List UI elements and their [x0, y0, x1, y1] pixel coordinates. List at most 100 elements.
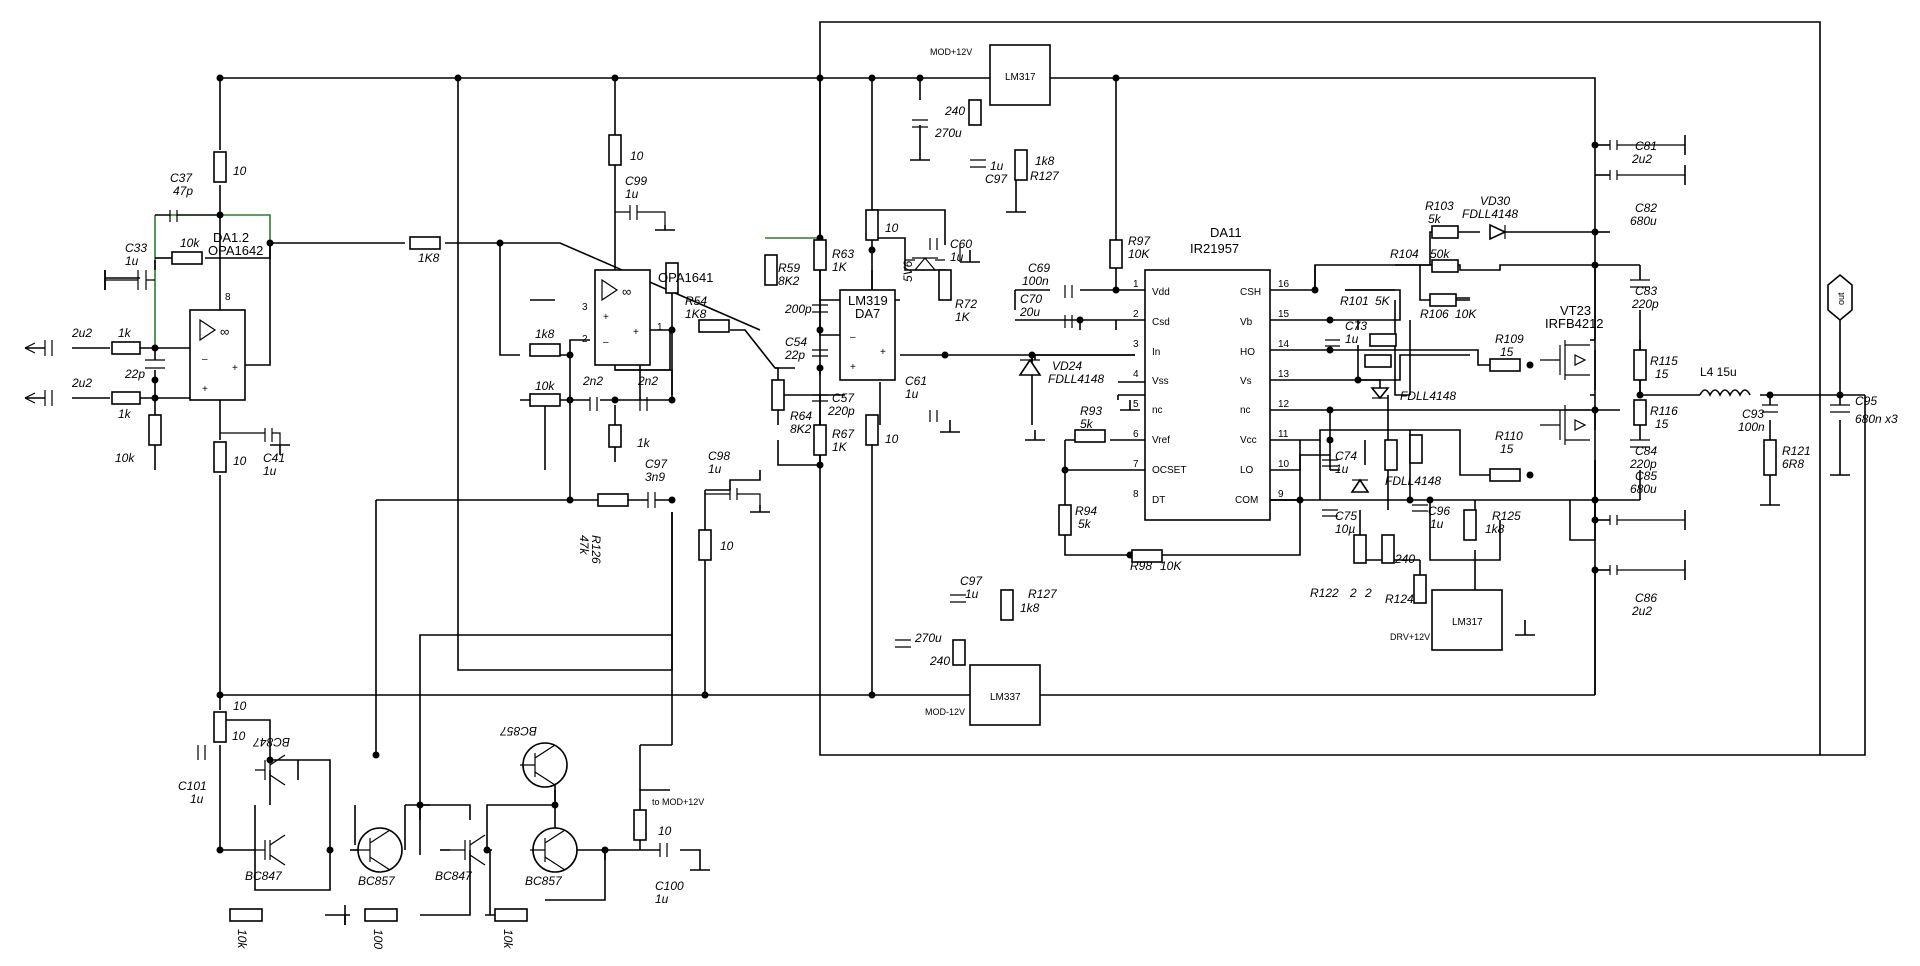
- pinnum-7: 7: [1133, 459, 1139, 470]
- label-vt23: VT23: [1560, 303, 1591, 318]
- label-r97-value: 10K: [1128, 247, 1150, 261]
- label-opa1641: OPA1641: [658, 270, 713, 285]
- label-r109-value: 15: [1500, 345, 1514, 359]
- label-r121: R121: [1782, 444, 1811, 458]
- label-l4: L4 15u: [1700, 365, 1737, 379]
- label-c83: C83: [1635, 284, 1657, 298]
- label-r10-h: 10: [233, 699, 247, 713]
- pin-dt: DT: [1152, 495, 1165, 506]
- label-r10k-fb: 10k: [180, 236, 200, 250]
- label-r1k-b: 1k: [637, 436, 651, 450]
- label-c101: C101: [178, 779, 207, 793]
- label-r122-a: 2: [1349, 586, 1357, 600]
- input-arrows: [24, 342, 36, 404]
- label-c75: C75: [1335, 509, 1357, 523]
- label-r110: R110: [1495, 429, 1523, 443]
- label-r103-value: 5k: [1428, 212, 1442, 226]
- opamp-da1-2: ∞ – + +: [189, 309, 246, 401]
- label-r115: R115: [1650, 354, 1678, 368]
- pinnum-9: 9: [1278, 489, 1284, 500]
- label-c97c-value: 1u: [965, 587, 979, 601]
- opamp-opa1641: ∞ + – +: [594, 269, 651, 366]
- label-da1-2: DA1.2: [213, 230, 249, 245]
- label-c97a: C97: [985, 172, 1008, 186]
- label-r10-f: 10: [885, 221, 899, 235]
- label-c73-value: 1u: [1345, 332, 1359, 346]
- pin-vss: Vss: [1152, 376, 1169, 387]
- label-c75-value: 10µ: [1335, 522, 1355, 536]
- label-mod-p12: MOD+12V: [930, 47, 972, 57]
- label-fd-a: FDLL4148: [1400, 389, 1456, 403]
- label-bc847-top: BC847: [252, 735, 290, 749]
- label-c97b-value: 3n9: [645, 470, 665, 484]
- label-da7: DA7: [855, 306, 880, 321]
- label-lm319: LM319: [848, 293, 888, 308]
- diodes: [905, 223, 1507, 493]
- label-pin8: 8: [225, 292, 231, 303]
- label-lm317-bot: LM317: [1452, 617, 1483, 628]
- label-c98-value: 1u: [708, 462, 722, 476]
- label-c54: C54: [785, 335, 807, 349]
- pinnum-11: 11: [1278, 429, 1289, 440]
- svg-text:–: –: [850, 332, 856, 343]
- label-c73: C73: [1345, 319, 1367, 333]
- label-c82: C82: [1635, 201, 1657, 215]
- label-c33: C33: [125, 241, 147, 255]
- label-c54-value: 22p: [784, 348, 805, 362]
- label-r64-value: 8K2: [790, 422, 812, 436]
- label-c84-value: 220p: [1629, 457, 1657, 471]
- label-c1u-a: 1u: [990, 159, 1004, 173]
- pin-csh: CSH: [1240, 287, 1261, 298]
- label-c74: C74: [1335, 449, 1357, 463]
- label-pin2: 2: [582, 334, 588, 345]
- label-r93: R93: [1080, 404, 1102, 418]
- label-irfb4212: IRFB4212: [1545, 316, 1604, 331]
- pinnum-15: 15: [1278, 309, 1290, 320]
- label-bc857-3: BC857: [525, 874, 563, 888]
- inductor-l4: [1699, 389, 1751, 397]
- label-bc847-left: BC847: [245, 869, 283, 883]
- label-bc847-mid: BC847: [435, 869, 473, 883]
- label-c83-value: 220p: [1631, 297, 1659, 311]
- pinnum-13: 13: [1278, 369, 1290, 380]
- label-in-cap1: 2u2: [71, 326, 92, 340]
- regulators: [969, 44, 1503, 726]
- pinnum-14: 14: [1278, 339, 1290, 350]
- transistor-bc847-top: [255, 754, 286, 786]
- label-r127a: R127: [1030, 169, 1060, 183]
- label-r63-value: 1K: [832, 260, 848, 274]
- transistor-bc857-2: [520, 742, 568, 788]
- label-r67: R67: [832, 427, 855, 441]
- transistor-bc857-1: [355, 827, 403, 873]
- label-r125-value: 1k8: [1485, 522, 1505, 536]
- label-r101-value: 5K: [1375, 294, 1391, 308]
- label-z5v6: 5V6: [901, 260, 915, 282]
- output-terminal: [1827, 273, 1853, 322]
- label-r106-value: 10K: [1455, 307, 1477, 321]
- label-drv-p12: DRV+12V: [1390, 632, 1430, 642]
- label-r10-e: 10: [720, 539, 734, 553]
- label-c74-value: 1u: [1335, 462, 1349, 476]
- label-lm317-top: LM317: [1005, 72, 1036, 83]
- pin-vcc: Vcc: [1240, 435, 1257, 446]
- pin-in: In: [1152, 347, 1160, 358]
- label-ir21957: IR21957: [1190, 241, 1239, 256]
- pinnum-4: 4: [1133, 369, 1139, 380]
- label-r122: R122: [1310, 586, 1339, 600]
- label-c240b: 240: [929, 654, 950, 668]
- label-r10k-q1: 10k: [235, 929, 249, 949]
- label-r59: R59: [778, 261, 800, 275]
- label-r10k-b: 10k: [535, 379, 555, 393]
- mosfet-low: [1540, 405, 1590, 445]
- label-pin1: 1: [657, 322, 663, 333]
- svg-text:–: –: [603, 337, 609, 348]
- label-c81-value: 2u2: [1631, 152, 1652, 166]
- label-c2n2b: 2n2: [637, 374, 658, 388]
- label-c86-value: 2u2: [1631, 604, 1652, 618]
- label-c84: C84: [1635, 444, 1657, 458]
- label-c99-value: 1u: [625, 187, 639, 201]
- svg-text:∞: ∞: [622, 284, 631, 299]
- label-vd30: VD30: [1480, 194, 1510, 208]
- label-c99: C99: [625, 174, 647, 188]
- label-c95-value: 680n x3: [1855, 412, 1898, 426]
